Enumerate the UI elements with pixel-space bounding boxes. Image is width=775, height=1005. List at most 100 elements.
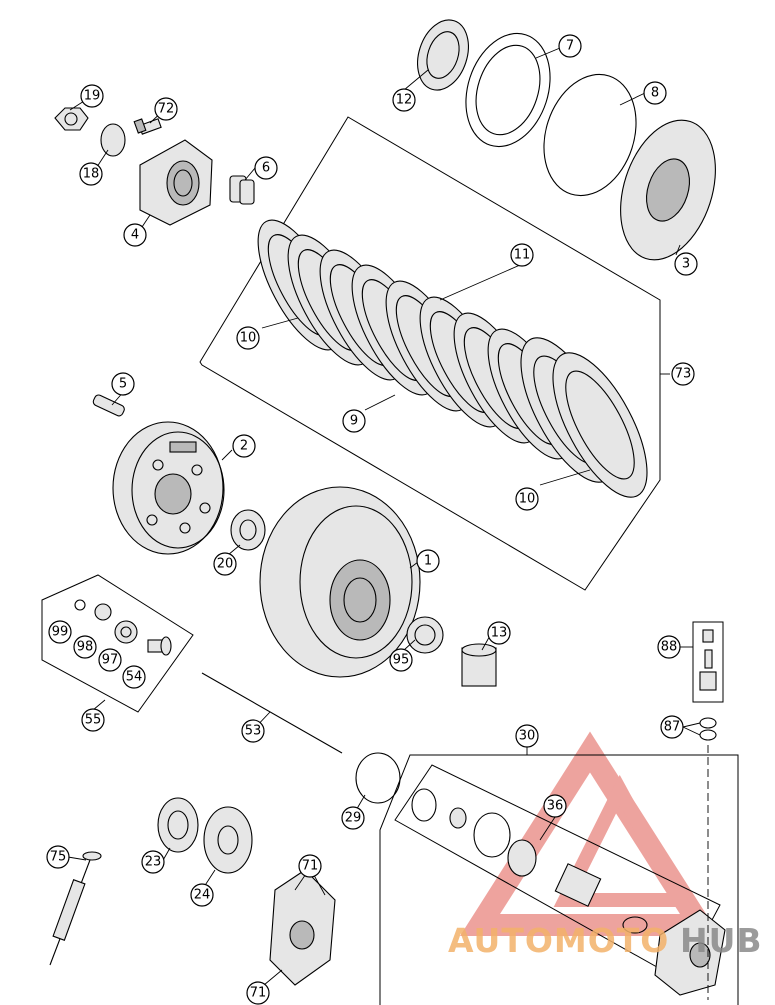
svg-text:98: 98: [77, 640, 94, 655]
clutch-pack-bracket: [199, 116, 661, 591]
callout-2: 2: [232, 434, 256, 458]
watermark-wordmark: AUTOMOTO HUB: [448, 921, 763, 960]
clutch-plate-stack: [257, 219, 648, 498]
svg-text:95: 95: [393, 653, 410, 668]
svg-text:19: 19: [84, 89, 101, 104]
svg-text:88: 88: [661, 640, 678, 655]
svg-text:3: 3: [682, 257, 690, 272]
thrust-washer-20: [230, 509, 266, 551]
svg-text:6: 6: [262, 161, 270, 176]
svg-text:71: 71: [250, 986, 267, 1001]
disc-spring-7: [465, 32, 551, 148]
svg-text:8: 8: [651, 86, 659, 101]
callout-71-lower: 71: [246, 981, 270, 1005]
svg-text:10: 10: [519, 492, 536, 507]
svg-text:2: 2: [240, 439, 248, 454]
svg-text:18: 18: [83, 167, 100, 182]
watermark-text-automoto: AUTOMOTO: [448, 921, 669, 960]
o-ring-29: [355, 752, 401, 804]
callout-24: 24: [190, 883, 214, 907]
callout-71-upper: 71: [298, 854, 322, 878]
slave-piston-seal: [449, 807, 467, 829]
svg-text:24: 24: [194, 888, 211, 903]
svg-text:13: 13: [491, 626, 508, 641]
svg-text:7: 7: [566, 39, 574, 54]
callout-3: 3: [674, 252, 698, 276]
svg-text:36: 36: [547, 799, 564, 814]
outer-clutch-basket-1: [259, 486, 421, 678]
callout-87: 87: [660, 715, 684, 739]
callout-5: 5: [111, 372, 135, 396]
callout-11: 11: [510, 243, 534, 267]
svg-text:1: 1: [424, 554, 432, 569]
svg-text:71: 71: [302, 859, 319, 874]
pressure-plate: [620, 119, 716, 261]
clutch-slave-cover-71: [269, 869, 336, 986]
callout-9: 9: [342, 409, 366, 433]
part-54-pressure-piece: [147, 636, 172, 656]
callout-4: 4: [123, 223, 147, 247]
svg-text:55: 55: [85, 713, 102, 728]
group-30-bracket: [379, 754, 739, 1005]
callout-7: 7: [558, 34, 582, 58]
slave-o-ring: [473, 812, 511, 858]
callout-97: 97: [98, 648, 122, 672]
callout-29: 29: [341, 806, 365, 830]
svg-text:73: 73: [675, 367, 692, 382]
clutch-hub-assembly-4: [139, 139, 213, 226]
svg-text:11: 11: [514, 248, 531, 263]
part-98-washer: [94, 603, 112, 621]
nut-19: [54, 107, 89, 131]
svg-text:72: 72: [158, 102, 175, 117]
callout-36: 36: [543, 794, 567, 818]
svg-text:54: 54: [126, 670, 143, 685]
svg-text:12: 12: [396, 93, 413, 108]
svg-text:99: 99: [52, 625, 69, 640]
push-rod-53: [201, 672, 343, 754]
svg-text:29: 29: [345, 811, 362, 826]
callout-54: 54: [122, 665, 146, 689]
bolt-72: [133, 118, 162, 135]
group-36-inner-bracket: [394, 764, 721, 981]
callout-10-lower: 10: [515, 487, 539, 511]
pin-5: [92, 394, 125, 417]
svg-text:87: 87: [664, 720, 681, 735]
gear-23: [157, 797, 199, 853]
bleeder-screw-88: [699, 629, 717, 691]
callout-30: 30: [515, 724, 539, 748]
svg-text:97: 97: [102, 653, 119, 668]
circlip: [411, 788, 437, 822]
svg-text:23: 23: [145, 855, 162, 870]
svg-text:75: 75: [50, 850, 67, 865]
callout-6: 6: [254, 156, 278, 180]
callout-95: 95: [389, 648, 413, 672]
callout-23: 23: [141, 850, 165, 874]
watermark-logo: [459, 731, 721, 936]
callout-75: 75: [46, 845, 70, 869]
damper-rubbers-6: [229, 175, 255, 205]
thrust-washer-20-bore: [239, 519, 257, 541]
needle-bearing-95: [406, 616, 444, 654]
gear-24: [203, 806, 253, 874]
svg-text:9: 9: [350, 414, 358, 429]
seal-ring-87a: [699, 717, 717, 729]
ring-8: [543, 73, 637, 197]
syringe-tool-75: [49, 851, 102, 966]
watermark-text-hub: HUB: [680, 921, 763, 960]
leader-lines: [67, 47, 701, 991]
group-55-bracket: [41, 574, 194, 713]
callout-55: 55: [81, 708, 105, 732]
callout-13: 13: [487, 621, 511, 645]
svg-text:20: 20: [217, 557, 234, 572]
callouts: 1 2 3 4 5 6 7 8 9 10 10 11 12 13 18 19 2…: [46, 34, 698, 1005]
nut-19-bore: [64, 112, 78, 126]
callout-72: 72: [154, 97, 178, 121]
svg-text:4: 4: [131, 228, 139, 243]
svg-text:5: 5: [119, 377, 127, 392]
callout-98: 98: [73, 635, 97, 659]
disc-spring-7-inner: [475, 44, 541, 136]
inner-clutch-hub-2: [112, 421, 225, 555]
svg-text:30: 30: [519, 729, 536, 744]
